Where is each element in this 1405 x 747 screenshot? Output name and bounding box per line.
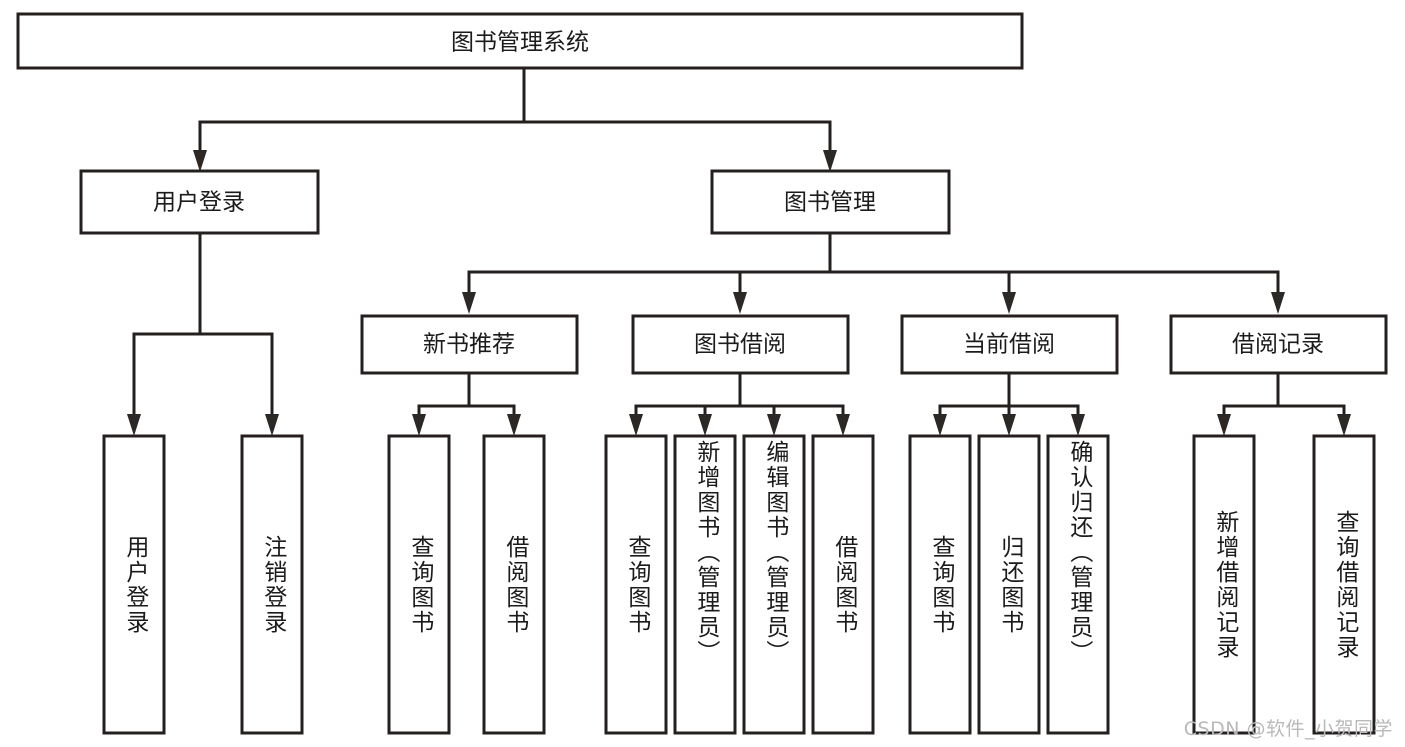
arrow-icon-bb-leaf-3 <box>767 414 781 436</box>
node-label-new-book-recommend: 新书推荐 <box>423 332 515 358</box>
node-label-root: 图书管理系统 <box>451 30 589 56</box>
arrowheads-group <box>127 150 1351 436</box>
node-box-book-borrow[interactable] <box>631 314 850 375</box>
arrow-icon-nb-leaf-1 <box>412 414 426 436</box>
leaf-box-cb-return-book[interactable] <box>977 434 1041 735</box>
leaf-box-bb-query-book[interactable] <box>604 434 668 735</box>
arrow-icon-bb-leaf-2 <box>698 414 712 436</box>
node-box-borrow-record[interactable] <box>1169 314 1388 375</box>
leaf-box-nb-borrow-book[interactable] <box>482 434 546 735</box>
leaf-box-logout[interactable] <box>240 434 304 735</box>
node-box-root[interactable] <box>16 12 1024 70</box>
node-label-book-manage: 图书管理 <box>784 190 876 216</box>
arrow-icon-br-leaf-1 <box>1217 414 1231 436</box>
watermark-text: CSDN @软件_小贺同学 <box>1183 718 1393 740</box>
arrow-icon-bb-leaf-1 <box>629 414 643 436</box>
leaf-box-bb-borrow-book[interactable] <box>811 434 875 735</box>
arrow-icon-leaf-logout <box>265 414 279 436</box>
arrow-icon-book-borrow <box>733 292 747 314</box>
arrow-icon-br-leaf-2 <box>1337 414 1351 436</box>
arrow-icon-user-login <box>193 150 207 172</box>
leaf-box-cb-confirm-return[interactable] <box>1046 434 1110 735</box>
node-label-book-borrow: 图书借阅 <box>694 332 786 358</box>
arrow-icon-new-book <box>462 292 476 314</box>
arrow-icon-cb-leaf-3 <box>1071 414 1085 436</box>
nodes-group: 图书管理系统 用户登录 图书管理 新书推荐 图书借阅 当前借阅 借阅记录 <box>16 12 1388 735</box>
node-box-user-login[interactable] <box>79 169 320 235</box>
arrow-icon-book-manage <box>823 150 837 172</box>
leaf-box-bb-edit-book[interactable] <box>742 434 806 735</box>
node-label-borrow-record: 借阅记录 <box>1232 332 1324 358</box>
node-box-new-book-recommend[interactable] <box>360 314 579 375</box>
node-box-current-borrow[interactable] <box>900 314 1119 375</box>
leaf-box-user-login[interactable] <box>102 434 166 735</box>
arrow-icon-borrow-record <box>1271 292 1285 314</box>
arrow-icon-current-borrow <box>1002 292 1016 314</box>
leaf-box-bb-add-book[interactable] <box>673 434 737 735</box>
leaf-box-cb-query-book[interactable] <box>908 434 972 735</box>
arrow-icon-cb-leaf-2 <box>1002 414 1016 436</box>
arrow-icon-leaf-user-login <box>127 414 141 436</box>
leaf-box-nb-query-book[interactable] <box>387 434 451 735</box>
node-label-current-borrow: 当前借阅 <box>963 332 1055 358</box>
node-box-book-manage[interactable] <box>710 169 951 235</box>
leaf-box-br-add-record[interactable] <box>1192 434 1256 735</box>
arrow-icon-cb-leaf-1 <box>933 414 947 436</box>
arrow-icon-bb-leaf-4 <box>836 414 850 436</box>
node-label-user-login: 用户登录 <box>153 190 245 216</box>
leaf-box-br-query-record[interactable] <box>1312 434 1376 735</box>
arrow-icon-nb-leaf-2 <box>507 414 521 436</box>
